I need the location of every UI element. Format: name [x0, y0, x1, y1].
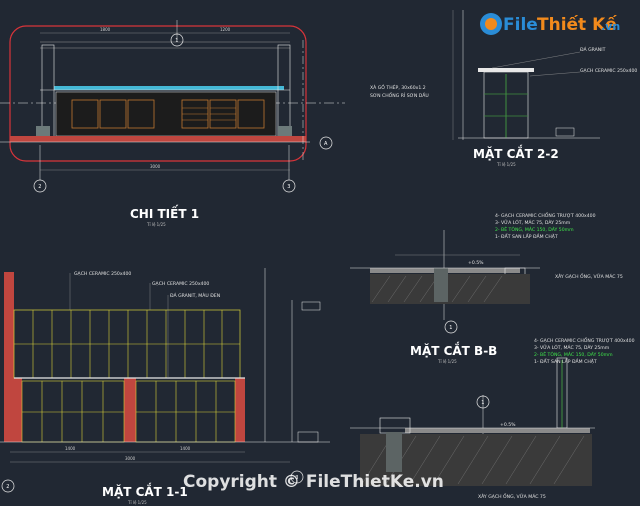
axis-bubble-3: 3 — [282, 179, 296, 193]
section11-left-wall — [4, 272, 14, 442]
detail1-roof-beam — [54, 86, 284, 90]
detail1-dim-a: 3000 — [150, 164, 161, 169]
bb-bot-note-4: 4- GẠCH CERAMIC CHỐNG TRƯỢT 400x400 — [534, 336, 635, 344]
bb-top-wall-note: XÂY GẠCH ỐNG, VỮA MÁC 75 — [555, 272, 623, 280]
section22-leader-1 — [491, 51, 581, 69]
detail1-dim-b: 1800 — [100, 27, 111, 32]
bb-bot-wall-note: XÂY GẠCH ỐNG, VỮA MÁC 75 — [478, 492, 546, 500]
section22-note-paint: SƠN CHỐNG RỈ SƠN DẦU — [370, 91, 429, 99]
bb-bot-note-2: 2- BÊ TÔNG, MÁC 150, DÀY 50mm — [534, 350, 613, 358]
detail1-panel-bars — [182, 107, 236, 121]
section11-base-top — [301, 301, 321, 311]
svg-text:3: 3 — [295, 475, 298, 481]
svg-text:3: 3 — [287, 184, 290, 190]
svg-text:2: 2 — [38, 184, 41, 190]
detail1-dim-c: 1200 — [220, 27, 231, 32]
filethietke-logo: File Thiết Kế .vn — [480, 13, 620, 35]
section11-dim-a: 1400 — [65, 446, 76, 451]
section22-note-steel: XÀ GỒ THÉP, 30x60x1.2 — [370, 82, 426, 91]
bb-bot-hatch-lines — [361, 435, 585, 485]
bb-top-note-4: 4- GẠCH CERAMIC CHỐNG TRƯỢT 400x400 — [495, 211, 596, 219]
svg-text:2: 2 — [6, 484, 9, 490]
logo-text-file: File — [503, 15, 538, 35]
bb-top-note-3: 3- VỮA LÓT, MÁC 75, DÀY 25mm — [495, 219, 571, 226]
logo-globe-inner — [485, 18, 497, 30]
detail1-body — [55, 91, 277, 137]
bb-bot-slab — [405, 428, 590, 433]
bb-top-level: +0.5% — [468, 260, 484, 266]
section22-note-granite: ĐÁ GRANIT — [580, 46, 606, 53]
bb-bot-note-3: 3- VỮA LÓT, MÁC 75, DÀY 25mm — [534, 344, 610, 351]
sectionBB-title: MẶT CẮT B-B — [410, 342, 497, 358]
section11-view: GẠCH CERAMIC 250x400 GẠCH CERAMIC 250x40… — [0, 268, 330, 505]
section11-wall-mid — [124, 378, 136, 442]
section22-base — [555, 127, 575, 137]
bb-top-ground-hatch — [370, 274, 530, 304]
section11-scale: Tỉ lệ 1/25 — [127, 500, 147, 505]
bb-bot-footing — [386, 432, 402, 472]
section22-beam — [478, 68, 534, 72]
section11-dim-b: 1400 — [180, 446, 191, 451]
detail1-right-post — [277, 44, 291, 141]
axis-bubble-1-bb-bottom: 1 — [476, 395, 490, 409]
svg-text:1: 1 — [481, 400, 484, 406]
detail1-revision-outline — [9, 25, 307, 162]
detail1-view: 3000 1800 1200 2 3 1 A CHI TIẾT 1 Tỉ lệ … — [0, 20, 345, 227]
copyright-watermark: Copyright © FileThietKe.vn — [183, 472, 444, 492]
detail1-title: CHI TIẾT 1 — [130, 205, 199, 221]
bb-top-note-1: 1- ĐẤT SAN LẤP ĐẦM CHẶT — [495, 232, 558, 240]
bb-top-footing — [434, 268, 448, 302]
section22-scale: Tỉ lệ 1/25 — [496, 162, 516, 167]
svg-text:1: 1 — [449, 325, 452, 331]
axis-bubble-1-bb: 1 — [444, 320, 458, 334]
detail1-scale: Tỉ lệ 1/25 — [146, 222, 166, 227]
bb-bot-level: +0.5% — [500, 422, 516, 428]
section11-dim-c: 3000 — [125, 456, 136, 461]
section11-lower-grid — [21, 380, 236, 443]
section11-upper-grid-lines — [14, 310, 240, 378]
axis-bubble-1-top: 1 — [170, 33, 184, 47]
svg-text:1: 1 — [175, 38, 178, 44]
section11-note-granite: ĐÁ GRANIT, MÀU ĐEN — [170, 292, 220, 299]
section22-title: MẶT CẮT 2-2 — [473, 145, 559, 161]
svg-text:A: A — [324, 141, 328, 147]
detail1-red-slab — [10, 136, 306, 142]
sectionBB-scale: Tỉ lệ 1/25 — [437, 359, 457, 364]
section11-wall-2 — [14, 378, 22, 442]
axis-bubble-2-bottom: 2 — [1, 479, 15, 493]
detail1-left-post — [41, 44, 55, 141]
axis-bubble-a: A — [319, 136, 333, 150]
sectionBB-bottom-view: +0.5% 4- GẠCH CERAMIC CHỐNG TRƯỢT 400x40… — [350, 336, 635, 500]
section11-wall-right — [235, 378, 245, 442]
section11-title: MẶT CẮT 1-1 — [102, 483, 188, 499]
section22-note-ceramic: GẠCH CERAMIC 250x400 — [580, 68, 637, 74]
section11-base — [297, 431, 319, 443]
section22-view: ĐÁ GRANIT GẠCH CERAMIC 250x400 XÀ GỒ THÉ… — [370, 10, 637, 167]
section22-leader-2 — [529, 71, 581, 77]
sectionBB-top-view: +0.5% 4- GẠCH CERAMIC CHỐNG TRƯỢT 400x40… — [350, 211, 623, 364]
logo-text-vn: .vn — [601, 20, 620, 33]
axis-bubble-2-left: 2 — [33, 179, 47, 193]
section11-note-ceramic-2: GẠCH CERAMIC 250x400 — [152, 281, 209, 287]
section11-note-ceramic-1: GẠCH CERAMIC 250x400 — [74, 271, 131, 277]
bb-top-note-2: 2- BÊ TÔNG, MÁC 150, DÀY 50mm — [495, 225, 574, 233]
logo-text-thietke: Thiết Kế — [537, 14, 617, 35]
bb-bot-note-1: 1- ĐẤT SAN LẤP ĐẦM CHẶT — [534, 357, 597, 365]
axis-bubble-3-bottom: 3 — [290, 470, 304, 484]
